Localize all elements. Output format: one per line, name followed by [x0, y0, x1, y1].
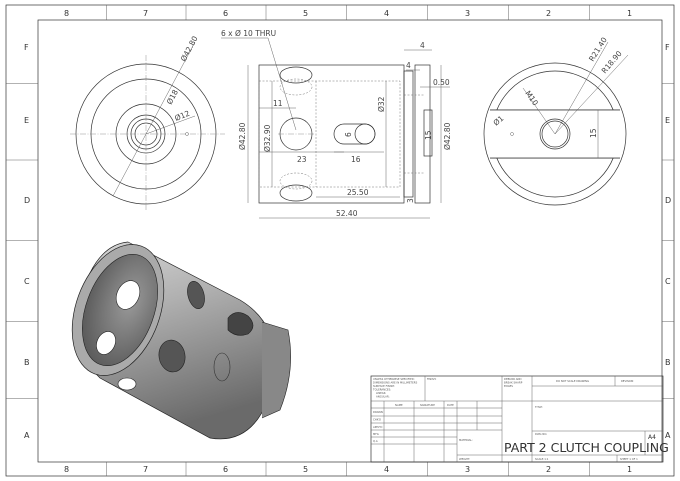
deburr-note-1: DEBURR AND — [504, 377, 521, 381]
zone-column-bottom: 4 — [384, 465, 389, 474]
dim-6: 6 — [344, 132, 353, 137]
right-view: R21.40 R18.90 M10 Ø1 15 — [483, 35, 629, 206]
isometric-view — [71, 241, 291, 440]
dim-dia-32: Ø32 — [377, 96, 386, 112]
zone-row-right: D — [665, 196, 671, 205]
front-view: Ø42.80 Ø18 Ø12 — [70, 34, 225, 210]
zone-column-bottom: 2 — [546, 465, 551, 474]
zone-row-left: C — [24, 277, 30, 286]
drawing-title: PART 2 CLUTCH COUPLING — [504, 440, 669, 455]
finish-label: FINISH: — [427, 377, 437, 381]
hole-callout: 6 x Ø 10 THRU — [221, 29, 276, 38]
zone-column-top: 2 — [546, 9, 551, 18]
dim-16: 16 — [351, 155, 361, 164]
zone-row-right: E — [665, 116, 670, 125]
zone-row-left: F — [24, 43, 29, 52]
dim-52-40: 52.40 — [336, 209, 358, 218]
dim-11: 11 — [273, 99, 283, 108]
sheet-frame — [5, 4, 675, 477]
dim-r18-90: R18.90 — [600, 49, 624, 75]
title-block: UNLESS OTHERWISE SPECIFIED: DIMENSIONS A… — [370, 375, 669, 463]
zone-row-left: B — [24, 358, 30, 367]
zone-row-left: A — [24, 431, 30, 440]
do-not-scale: DO NOT SCALE DRAWING — [556, 379, 589, 383]
zone-row-right: B — [665, 358, 671, 367]
side-view: 6 x Ø 10 THRU Ø42.80 11 Ø32.90 23 — [221, 29, 452, 219]
dim-side-right-dia-42-80: Ø42.80 — [443, 122, 452, 150]
role-chkd: CHK'D — [373, 418, 381, 422]
deburr-note-2: BREAK SHARP — [504, 381, 523, 385]
weight-label: WEIGHT: — [459, 457, 470, 461]
zone-column-bottom: 7 — [143, 465, 148, 474]
zone-row-right: F — [665, 43, 670, 52]
role-qa: Q.A — [373, 439, 378, 443]
material-label: MATERIAL: — [459, 438, 473, 442]
role-drawn: DRAWN — [373, 410, 383, 414]
title-label: TITLE: — [535, 405, 543, 409]
dim-4-top: 4 — [420, 41, 425, 50]
dim-front-dia-18: Ø18 — [165, 88, 180, 106]
dim-25-50: 25.50 — [347, 188, 369, 197]
title-block-text: LINEAR: — [376, 391, 386, 395]
title-block-text: SURFACE FINISH: — [373, 384, 395, 388]
zone-row-right: A — [665, 431, 671, 440]
zone-column-top: 8 — [64, 9, 69, 18]
tolerance-note: UNLESS OTHERWISE SPECIFIED: DIMENSIONS A… — [373, 377, 418, 399]
dim-m10: M10 — [523, 89, 540, 107]
zone-column-top: 5 — [303, 9, 308, 18]
zone-column-top: 7 — [143, 9, 148, 18]
dim-3: 3 — [406, 198, 415, 203]
title-block-text: TOLERANCES: — [373, 388, 391, 392]
dim-23: 23 — [297, 155, 307, 164]
zone-row-right: C — [665, 277, 671, 286]
zone-column-bottom: 6 — [223, 465, 228, 474]
sheet-label: SHEET 1 OF 1 — [620, 457, 638, 461]
zone-column-bottom: 3 — [465, 465, 470, 474]
dwg-no-label: DWG NO. — [535, 432, 547, 436]
dim-15: 15 — [424, 130, 433, 140]
dim-dia-32-90: Ø32.90 — [263, 124, 272, 152]
role-mfg: MFG — [373, 432, 379, 436]
dim-side-dia-42-80: Ø42.80 — [238, 122, 247, 150]
zone-column-top: 4 — [384, 9, 389, 18]
deburr-note-3: EDGES — [504, 384, 513, 388]
zone-column-top: 1 — [627, 9, 632, 18]
zone-row-left: D — [24, 196, 30, 205]
title-block-text: UNLESS OTHERWISE SPECIFIED: — [373, 377, 415, 381]
dim-4: 4 — [406, 61, 411, 70]
title-block-text: ANGULAR: — [376, 395, 390, 399]
dim-front-dia-42-80: Ø42.80 — [179, 34, 200, 63]
scale-label: SCALE:1:1 — [535, 457, 549, 461]
sheet-size: A4 — [648, 434, 656, 441]
header-date: DATE — [447, 403, 454, 407]
zone-column-top: 3 — [465, 9, 470, 18]
role-appvd: APPV'D — [373, 425, 382, 429]
zone-column-top: 6 — [223, 9, 228, 18]
zone-row-left: E — [24, 116, 29, 125]
title-block-text: DIMENSIONS ARE IN MILLIMETERS — [373, 381, 418, 385]
zone-column-bottom: 8 — [64, 465, 69, 474]
header-signature: SIGNATURE — [420, 403, 435, 407]
zone-column-bottom: 5 — [303, 465, 308, 474]
revision-label: REVISION — [621, 379, 633, 383]
zone-column-bottom: 1 — [627, 465, 632, 474]
dim-15-right: 15 — [589, 128, 598, 138]
dim-0-50: 0.50 — [433, 78, 450, 87]
header-name: NAME — [395, 403, 403, 407]
